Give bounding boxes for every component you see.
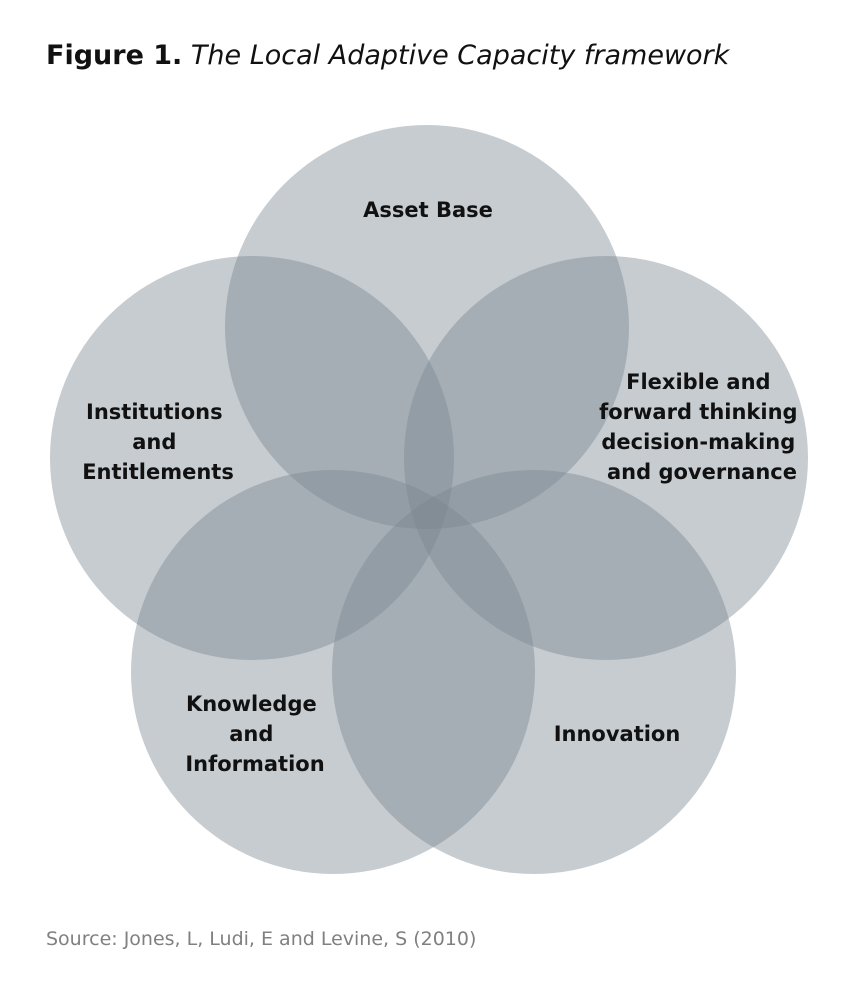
label-governance: Flexible and forward thinking decision-m… — [599, 370, 805, 484]
label-innovation: Innovation — [554, 722, 681, 746]
label-institutions-line-1: Institutions — [86, 400, 223, 424]
figure-label: Figure 1. — [46, 40, 183, 71]
label-institutions-line-3: Entitlements — [82, 460, 234, 484]
label-institutions: Institutions and Entitlements — [82, 400, 234, 484]
label-knowledge: Knowledge and Information — [185, 692, 324, 776]
circle-asset-base — [225, 125, 629, 529]
label-institutions-line-2: and — [132, 430, 176, 454]
label-governance-line-1: Flexible and — [626, 370, 770, 394]
label-asset-base: Asset Base — [363, 198, 493, 222]
label-knowledge-line-1: Knowledge — [186, 692, 317, 716]
figure-title: Figure 1. The Local Adaptive Capacity fr… — [46, 40, 729, 71]
label-governance-line-2: forward thinking — [599, 400, 797, 424]
label-innovation-line-1: Innovation — [554, 722, 681, 746]
figure-caption: The Local Adaptive Capacity framework — [190, 40, 730, 71]
circle-institutions — [50, 256, 454, 660]
circle-innovation — [332, 470, 736, 874]
circle-governance — [404, 256, 808, 660]
circle-knowledge — [131, 470, 535, 874]
label-governance-line-4: and governance — [607, 460, 797, 484]
label-asset-base-line-1: Asset Base — [363, 198, 493, 222]
source-note: Source: Jones, L, Ludi, E and Levine, S … — [46, 928, 477, 950]
label-knowledge-line-3: Information — [185, 752, 324, 776]
label-knowledge-line-2: and — [229, 722, 273, 746]
label-governance-line-3: decision-making — [601, 430, 795, 454]
